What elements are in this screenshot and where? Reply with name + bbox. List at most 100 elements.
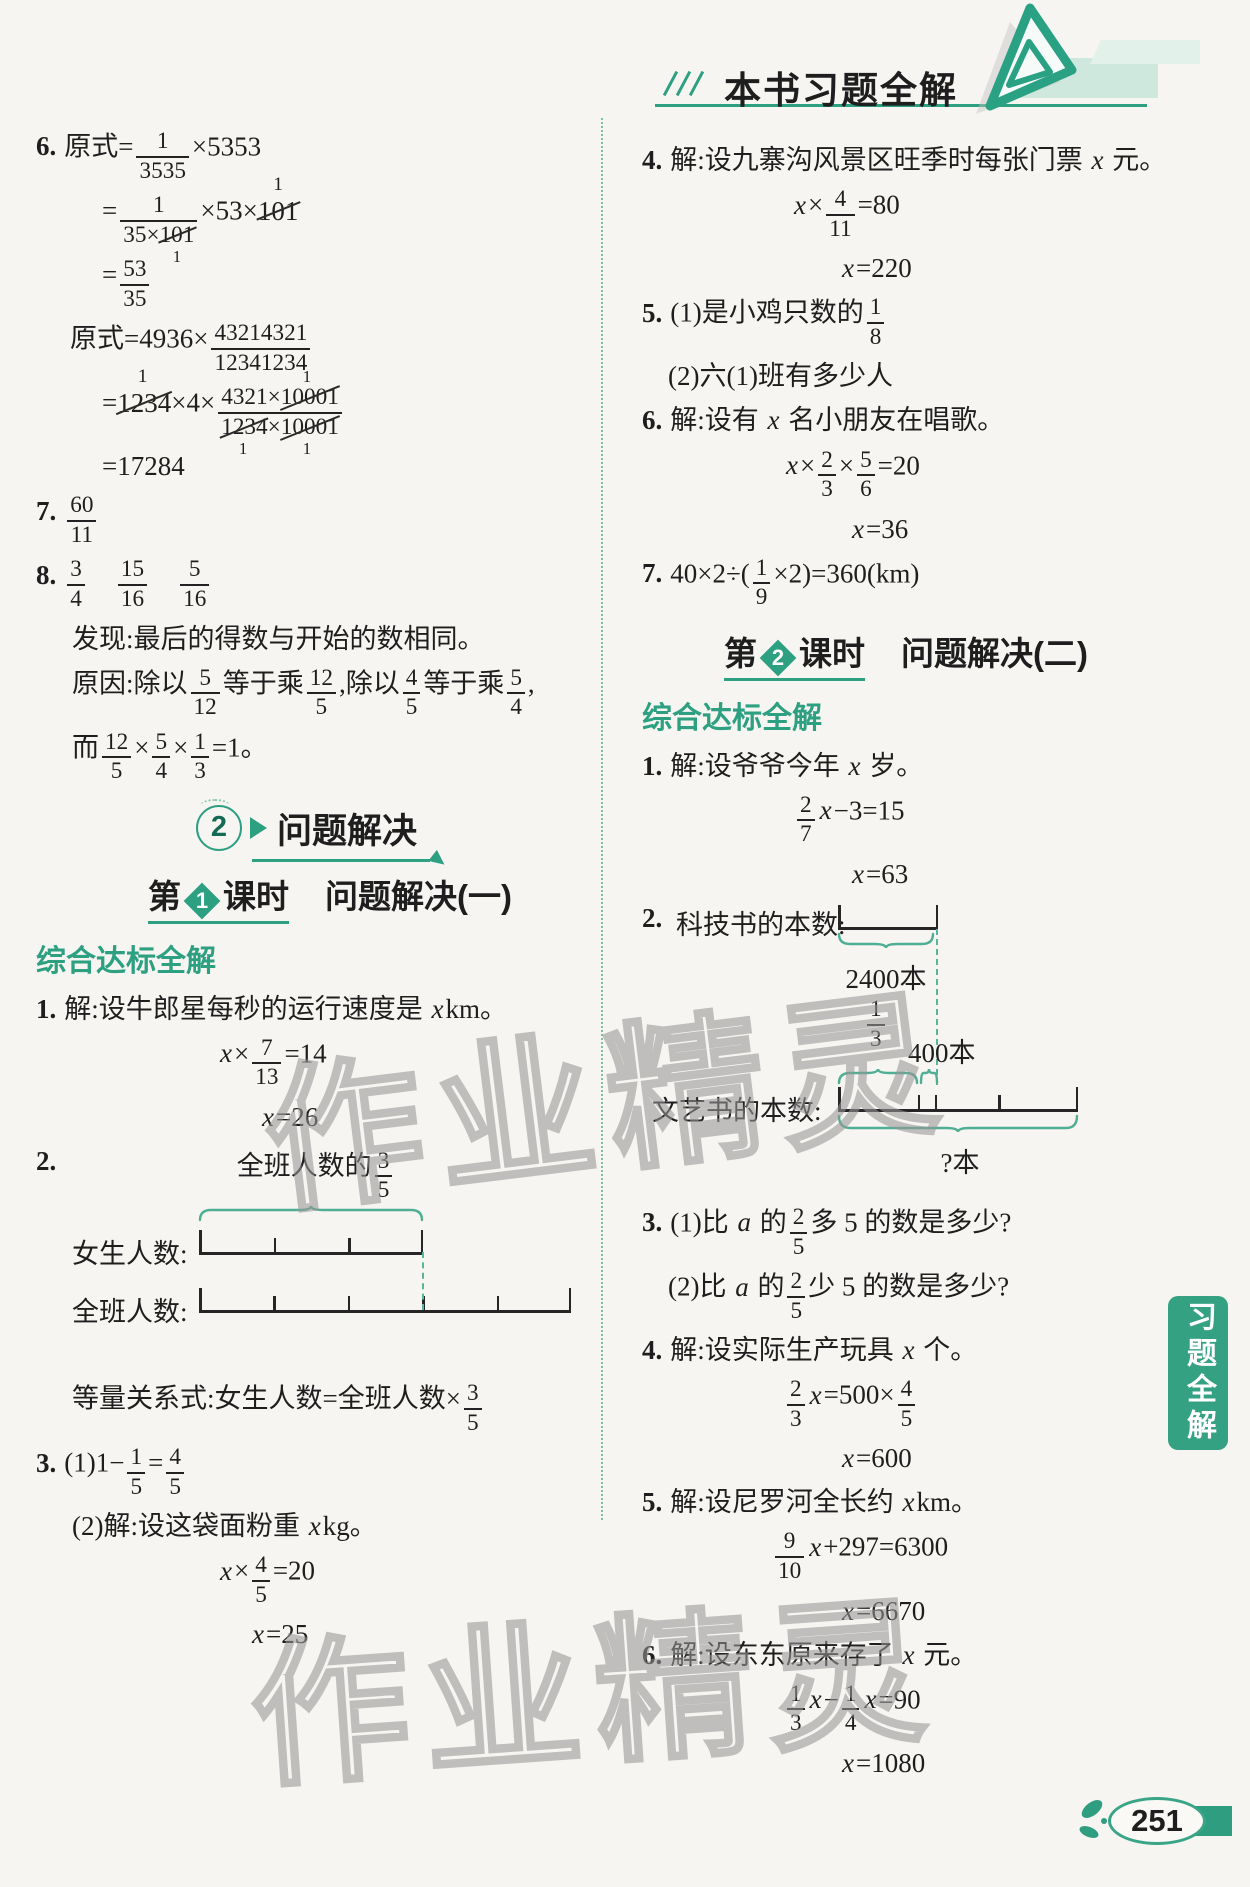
span-decor: 9 <box>775 1529 805 1558</box>
ellipse-decor <box>1079 1826 1099 1838</box>
span-decor: 3 <box>194 758 206 785</box>
i-decor: x <box>786 449 798 480</box>
solution-line: x=26 <box>262 1101 319 1132</box>
i-decor: x <box>842 253 854 284</box>
solution-line: 发现:最后的得数与开始的数相同。 <box>72 623 485 654</box>
path-decor <box>198 1205 424 1222</box>
polygon-decor <box>1006 39 1053 88</box>
i-decor: x <box>794 189 806 220</box>
span-decor: 5 <box>790 1297 803 1324</box>
span-decor: 1 <box>752 555 771 585</box>
problem-number: 5. <box>642 297 663 328</box>
span-decor: 12341234 <box>214 349 308 376</box>
span-decor: 60 <box>67 493 97 522</box>
b-decor: 1 <box>172 246 182 266</box>
solution-line: (2)解:设这袋面粉重 xkg。 <box>72 1511 377 1542</box>
span-decor: 5 <box>110 758 123 785</box>
span-decor: 1 <box>867 996 885 1026</box>
problem-number: 4. <box>642 1335 663 1366</box>
i-decor <box>199 1230 202 1252</box>
i-decor: x <box>842 1747 854 1778</box>
i-decor: x <box>852 513 864 544</box>
leaf-icon <box>1079 1800 1107 1838</box>
span-decor: 5 <box>377 1177 390 1204</box>
solution-line: x=6670 <box>842 1595 926 1626</box>
problem-number: 6. <box>642 405 663 436</box>
span-decor: 5 <box>315 694 328 721</box>
i-decor <box>348 1238 351 1252</box>
span-decor: 4 <box>252 1553 270 1582</box>
span-decor: 53 <box>120 257 150 286</box>
diagram-count-label: 400本 <box>908 1037 976 1068</box>
span-decor: 12 <box>193 694 217 721</box>
i-decor: x <box>902 1639 915 1670</box>
header-underline <box>655 104 1147 107</box>
lesson-title: 问题解决(二) <box>901 634 1088 672</box>
problem-number: 5. <box>642 1487 663 1518</box>
span-decor: 5 <box>130 1473 143 1500</box>
brace-icon <box>837 1114 1079 1133</box>
span-decor: 7 <box>800 821 812 848</box>
arrow-icon <box>250 817 267 840</box>
solution-line: 5.解:设尼罗河全长约 xkm。 <box>642 1487 979 1518</box>
i-decor: x <box>220 1555 232 1586</box>
problem-number: 1. <box>642 750 663 781</box>
span-decor: 5 <box>792 1233 805 1260</box>
span-decor: 35 <box>123 285 147 312</box>
solution-line: 4.解:设实际生产玩具 x 个。 <box>642 1335 978 1366</box>
span-decor: 7 <box>252 1035 282 1065</box>
i-decor: 1 <box>195 887 209 913</box>
problem-number: 2. <box>642 902 663 933</box>
problem-number: 3. <box>36 1447 57 1478</box>
problem-number: 3. <box>642 1207 663 1238</box>
i-decor <box>838 1086 841 1109</box>
span-decor: 3 <box>463 1380 482 1410</box>
i-decor <box>935 904 938 927</box>
brace-icon <box>837 932 935 949</box>
i-decor: x <box>308 1511 321 1542</box>
span-decor: 43214321 <box>211 321 311 350</box>
header-title: 本书习题全解 <box>724 70 958 111</box>
solution-line: 6.解:设东东原来存了 x 元。 <box>642 1639 978 1670</box>
page-header: 本书习题全解 <box>0 0 1250 130</box>
lesson-title: 问题解决(一) <box>325 877 512 915</box>
i-decor <box>998 1094 1001 1109</box>
solution-line: x=25 <box>252 1619 309 1650</box>
i-decor: x <box>809 1531 822 1562</box>
span-decor: 4 <box>844 1710 857 1737</box>
span-decor: 3 <box>870 1025 882 1052</box>
problem-number: 8. <box>36 559 57 590</box>
i-decor <box>273 1238 277 1252</box>
section-underline <box>252 858 430 862</box>
section-title: 问题解决 <box>277 811 418 851</box>
i-decor: a <box>737 1207 751 1238</box>
